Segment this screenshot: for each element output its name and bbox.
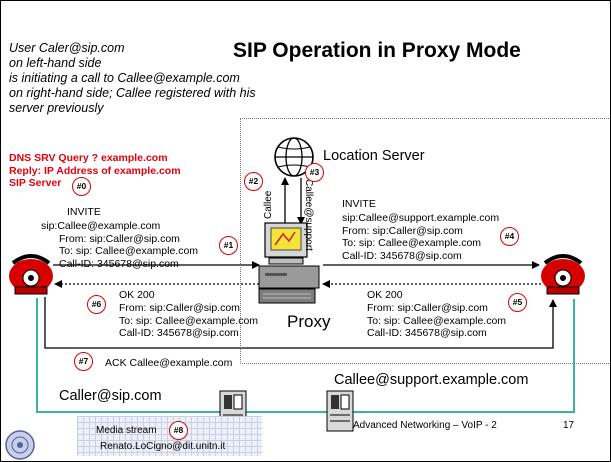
university-logo-icon xyxy=(5,430,35,460)
invite-right-line: Call-ID: 345678@sip.com xyxy=(342,249,462,262)
invite-label-left: INVITE xyxy=(67,206,101,218)
dns-text: DNS SRV Query ? example.com Reply: IP Ad… xyxy=(9,152,181,190)
ok-right-line: From: sip:Caller@sip.com xyxy=(367,302,488,314)
intro-line: on left-hand side xyxy=(9,56,102,70)
callee-arrow-label: Callee xyxy=(263,190,274,219)
step-badge-1: #1 xyxy=(219,236,238,255)
dns-line: DNS SRV Query ? example.com xyxy=(9,152,168,164)
media-stream-box xyxy=(77,416,262,456)
media-stream-label: Media stream xyxy=(96,425,157,436)
step-badge-3: #3 xyxy=(305,163,324,182)
intro-line: User Caler@sip.com xyxy=(9,41,125,55)
step-badge-0: #0 xyxy=(72,177,91,196)
globe-icon xyxy=(274,137,314,177)
author-email: Renato.LoCigno@dit.unitn.it xyxy=(100,441,226,452)
ok-left-line: From: sip:Caller@sip.com xyxy=(119,302,240,314)
ok-label-left: OK 200 xyxy=(119,289,155,301)
step-badge-5: #5 xyxy=(508,293,527,312)
ok-label-right: OK 200 xyxy=(367,289,403,301)
proxy-computer-icon xyxy=(258,222,320,304)
intro-line: on right-hand side; Callee registered wi… xyxy=(9,86,256,100)
callee-address-label: Callee@support.example.com xyxy=(334,372,529,388)
invite-label-right: INVITE xyxy=(342,198,376,210)
step-badge-6: #6 xyxy=(87,295,106,314)
media-server-icon-right xyxy=(326,390,354,432)
callee-support-arrow-label: Callee@support xyxy=(303,179,314,251)
location-server-label: Location Server xyxy=(323,148,425,164)
dns-line: Reply: IP Address of example.com xyxy=(9,164,181,177)
invite-right-line: To: sip: Callee@example.com xyxy=(342,237,482,249)
invite-left-line: sip:Callee@example.com xyxy=(41,220,161,232)
ok-left-line: Call-ID: 345678@sip.com xyxy=(119,327,239,339)
callee-phone-icon xyxy=(541,254,585,295)
step-badge-8: #8 xyxy=(169,421,188,440)
invite-left-line: Call-ID: 345678@sip.com xyxy=(59,257,179,270)
page-number: 17 xyxy=(563,420,575,431)
caller-address-label: Caller@sip.com xyxy=(59,388,162,404)
step-badge-7: #7 xyxy=(74,352,93,371)
ok-right-body: From: sip:Caller@sip.com To: sip: Callee… xyxy=(367,302,506,340)
dns-line: SIP Server xyxy=(9,177,62,189)
invite-left-line: From: sip:Caller@sip.com xyxy=(59,232,180,245)
intro-line: server previously xyxy=(9,101,104,115)
invite-left-line: To: sip: Callee@example.com xyxy=(59,245,199,257)
step-badge-4: #4 xyxy=(500,227,519,246)
ack-arrow xyxy=(44,297,557,349)
intro-text: User Caler@sip.com on left-hand side is … xyxy=(9,41,339,116)
footer-text: Advanced Networking – VoIP - 2 xyxy=(353,420,497,431)
caller-phone-icon xyxy=(9,254,53,295)
ok-right-line: Call-ID: 345678@sip.com xyxy=(367,327,487,339)
ok-left-body: From: sip:Caller@sip.com To: sip: Callee… xyxy=(119,302,258,340)
invite-right-line: sip:Callee@support.example.com xyxy=(342,212,500,224)
ok-left-line: To: sip: Callee@example.com xyxy=(119,314,259,327)
intro-line: is initiating a call to Callee@example.c… xyxy=(9,71,240,85)
proxy-label: Proxy xyxy=(287,312,331,331)
step-badge-2: #2 xyxy=(244,172,263,191)
slide-title: SIP Operation in Proxy Mode xyxy=(233,39,521,62)
ack-label: ACK Callee@example.com xyxy=(105,357,233,369)
invite-left-body: sip:Callee@example.com From: sip:Caller@… xyxy=(41,220,198,270)
proxy-domain-box xyxy=(240,118,610,364)
ok-right-line: To: sip: Callee@example.com xyxy=(367,314,507,327)
invite-right-body: sip:Callee@support.example.com From: sip… xyxy=(342,212,499,262)
media-stream-line xyxy=(36,298,575,413)
invite-right-line: From: sip:Caller@sip.com xyxy=(342,224,463,237)
